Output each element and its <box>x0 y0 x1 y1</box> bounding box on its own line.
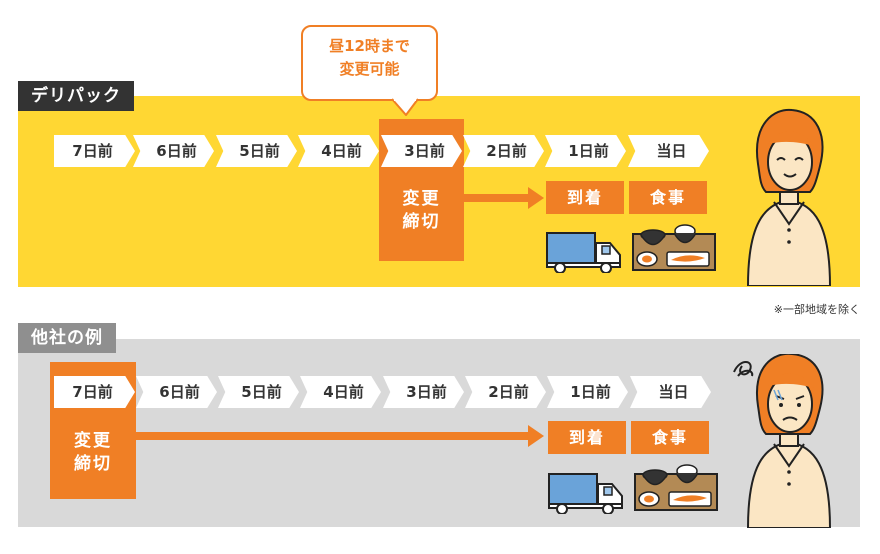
deripack-deadline-line1: 変更 <box>402 189 441 209</box>
others-deadline-text: 変更 締切 <box>50 430 136 476</box>
speech-bubble-tail <box>392 98 419 116</box>
truck-icon <box>548 473 623 514</box>
deripack-day-6: 6日前 <box>133 135 214 167</box>
others-label: 他社の例 <box>18 323 116 353</box>
others-day-1: 1日前 <box>547 376 628 408</box>
speech-bubble-line1: 昼12時まで <box>329 37 410 55</box>
others-day-7: 7日前 <box>54 376 135 408</box>
deripack-meal-tag: 食事 <box>629 181 707 214</box>
deripack-day-0: 当日 <box>628 135 709 167</box>
deripack-arrow-bar <box>464 194 530 202</box>
others-deadline-line1: 変更 <box>74 431 112 451</box>
others-meal-tag: 食事 <box>631 421 709 454</box>
others-arrival-tag: 到着 <box>548 421 626 454</box>
deripack-arrow-head <box>528 187 544 209</box>
truck-icon <box>546 232 621 273</box>
others-day-3: 3日前 <box>383 376 464 408</box>
deripack-day-4: 4日前 <box>298 135 379 167</box>
deripack-day-7: 7日前 <box>54 135 135 167</box>
deripack-day-5: 5日前 <box>216 135 297 167</box>
others-day-2: 2日前 <box>465 376 546 408</box>
deripack-day-1: 1日前 <box>545 135 626 167</box>
speech-bubble: 昼12時まで 変更可能 <box>301 25 438 101</box>
speech-bubble-line2: 変更可能 <box>339 60 400 78</box>
deripack-day-3: 3日前 <box>381 135 462 167</box>
deripack-day-2: 2日前 <box>463 135 544 167</box>
woman-happy-icon <box>746 108 832 286</box>
deripack-arrival-tag: 到着 <box>546 181 624 214</box>
deripack-deadline-line2: 締切 <box>402 212 441 232</box>
others-deadline-line2: 締切 <box>74 454 112 474</box>
meal-tray-icon <box>632 224 716 271</box>
others-day-6: 6日前 <box>136 376 217 408</box>
others-day-0: 当日 <box>630 376 711 408</box>
woman-worried-icon <box>733 354 832 528</box>
deripack-label: デリパック <box>18 81 134 111</box>
others-arrow-bar <box>136 432 530 440</box>
footnote: ※一部地域を除く <box>773 303 860 316</box>
deripack-deadline-text: 変更 締切 <box>379 188 464 234</box>
others-arrow-head <box>528 425 544 447</box>
others-day-4: 4日前 <box>300 376 381 408</box>
meal-tray-icon <box>634 464 718 511</box>
speech-bubble-text: 昼12時まで 変更可能 <box>303 35 436 81</box>
others-day-5: 5日前 <box>218 376 299 408</box>
